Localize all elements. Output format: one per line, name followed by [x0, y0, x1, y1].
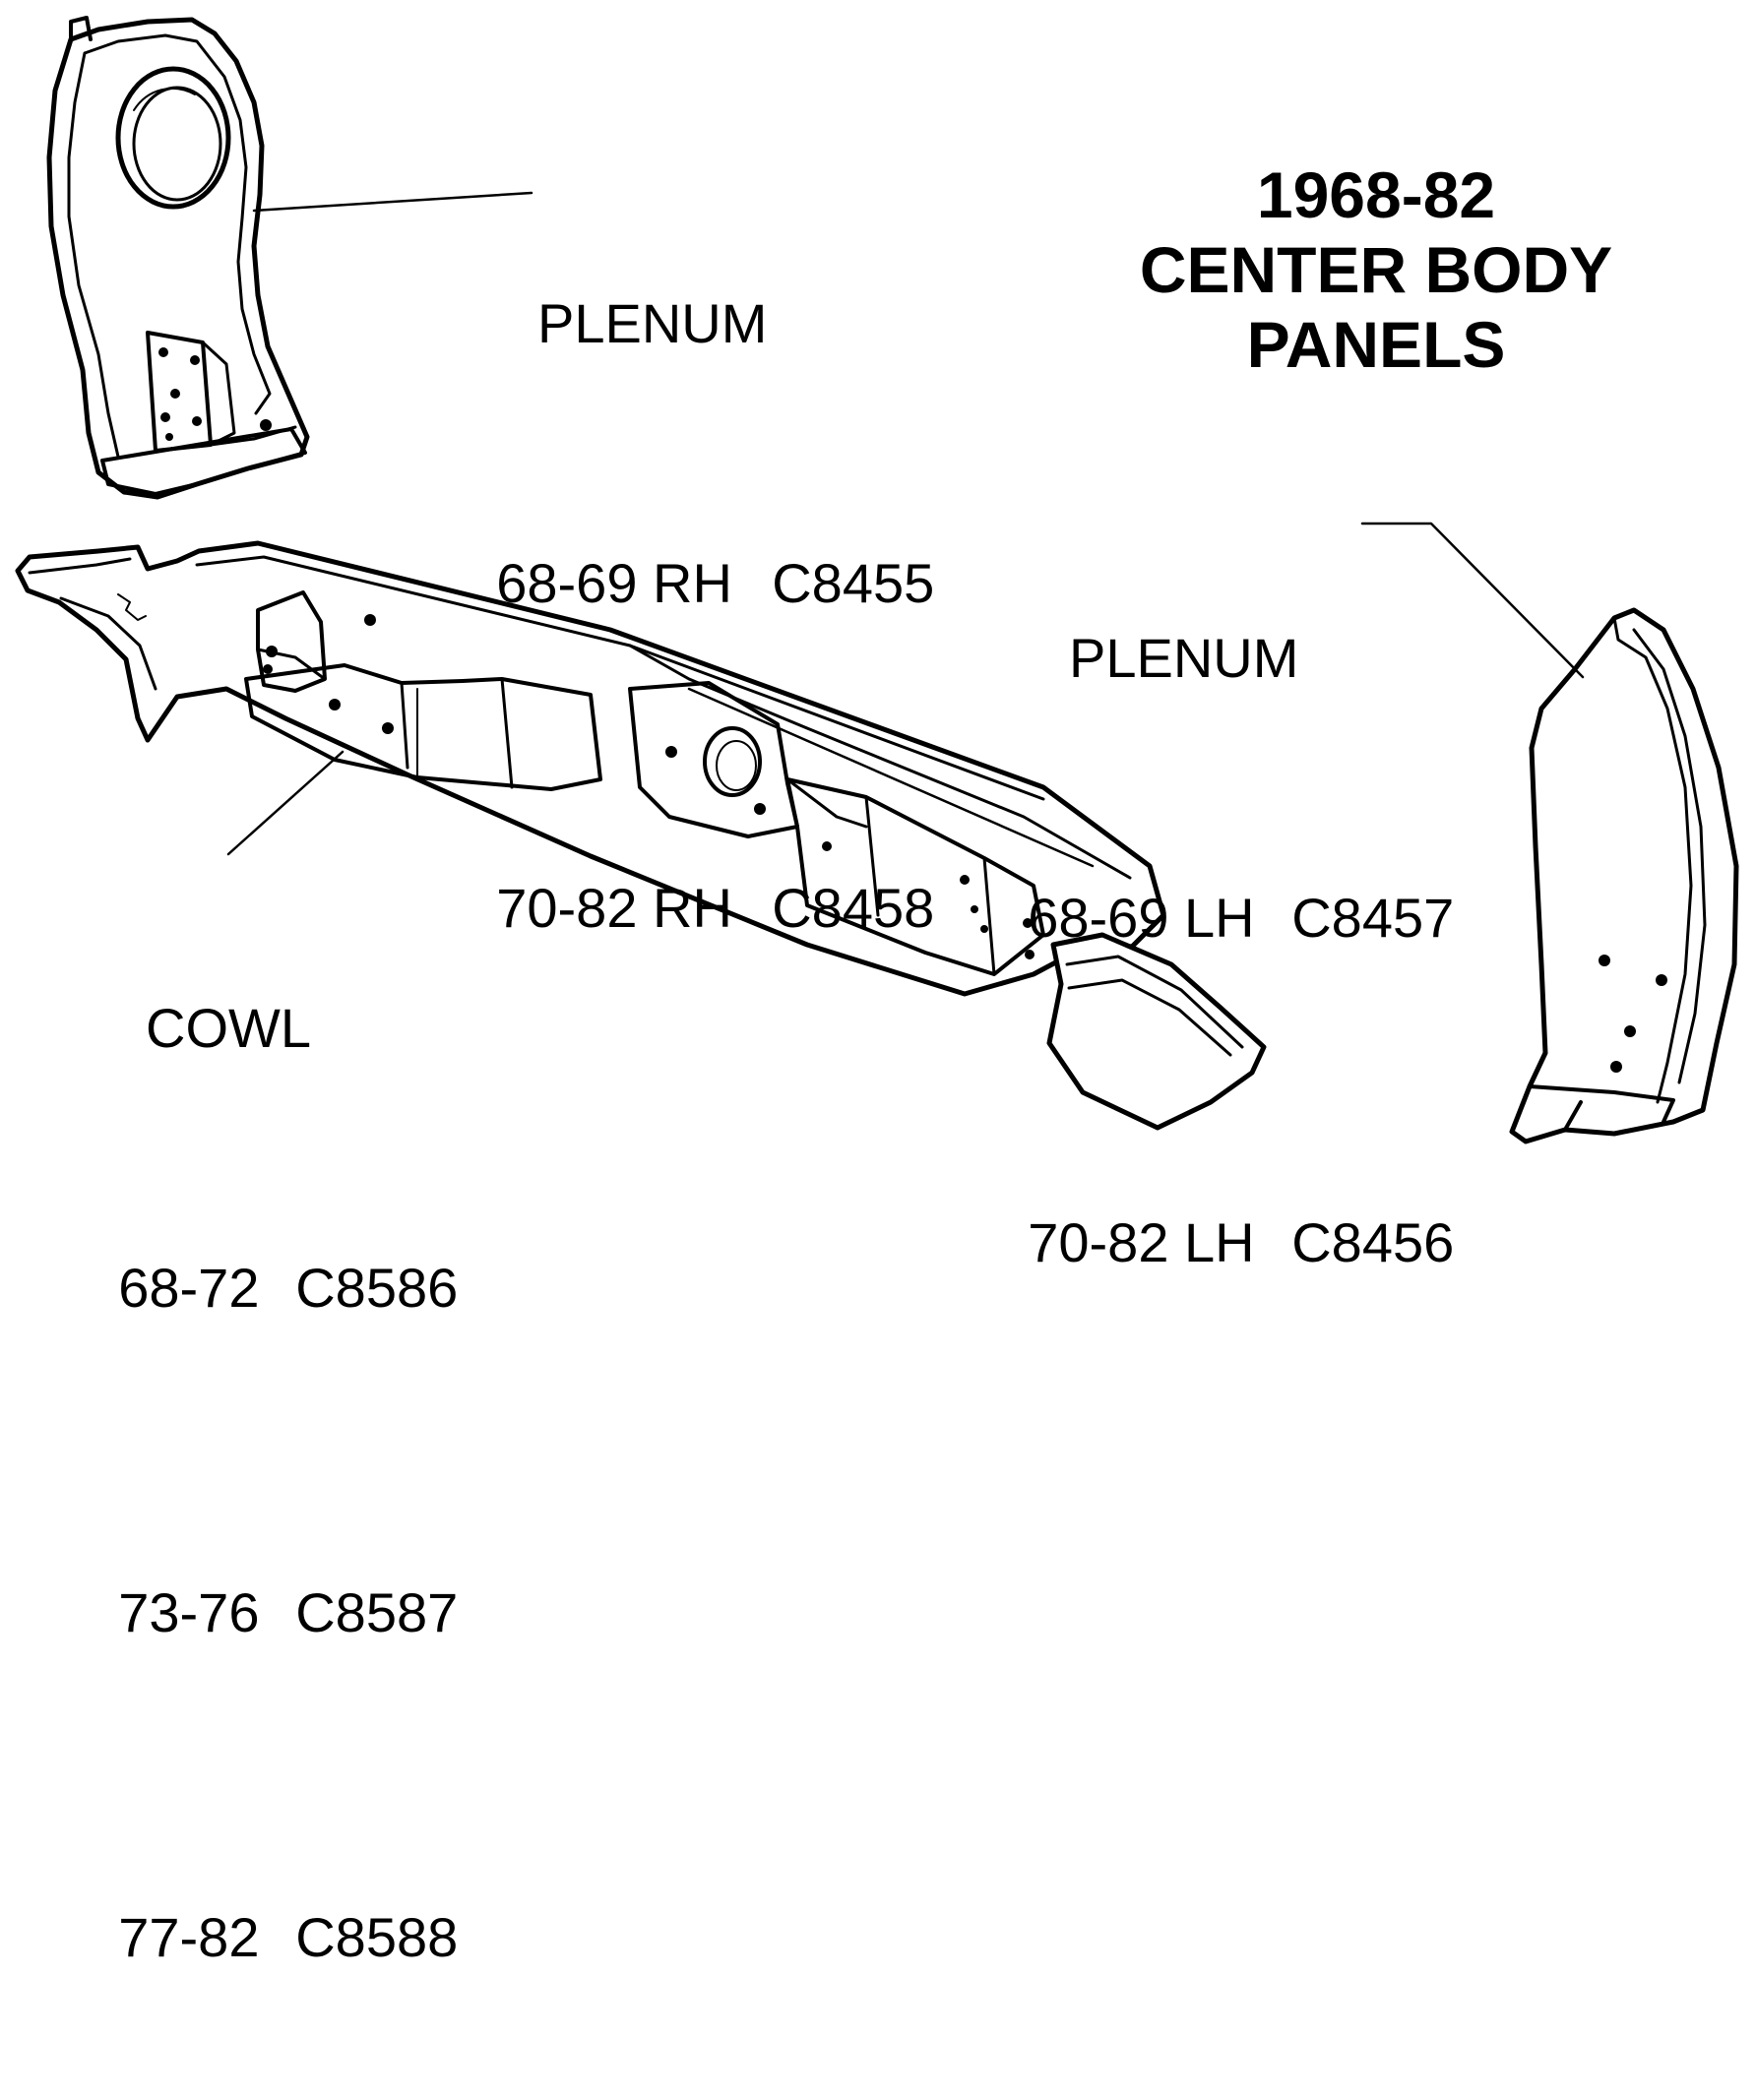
plenum-rh-name: PLENUM: [537, 292, 768, 354]
cowl-row: 77-82 C8588: [57, 1840, 458, 2035]
cowl-part: C8588: [295, 1906, 459, 1968]
plenum-lh-years: 70-82 LH: [1028, 1211, 1255, 1273]
cowl-leader: [226, 750, 345, 856]
title-line-1: 1968-82: [1256, 158, 1496, 231]
title-line-2: CENTER BODY: [1139, 233, 1613, 306]
plenum-rh-row: 70-82 RH C8458: [435, 811, 934, 1006]
plenum-lh-leader: [1360, 522, 1585, 679]
cowl-years: 77-82: [118, 1906, 260, 1968]
plenum-rh-leader: [252, 191, 533, 213]
cowl-label: COWL 68-72 C8586 73-76 C8587 77-82 C8588: [57, 866, 458, 2100]
plenum-lh-label: PLENUM 68-69 LH C8457 70-82 LH C8456: [967, 496, 1454, 1405]
cowl-row: 68-72 C8586: [57, 1191, 458, 1386]
plenum-lh-row: 70-82 LH C8456: [967, 1145, 1454, 1340]
plenum-lh-part: C8457: [1291, 887, 1455, 949]
cowl-illustration: [15, 540, 1267, 1131]
cowl-row: 73-76 C8587: [57, 1515, 458, 1710]
plenum-rh-years: 70-82 RH: [496, 877, 732, 939]
cowl-part: C8586: [295, 1257, 459, 1319]
cowl-name: COWL: [146, 997, 311, 1059]
plenum-lh-illustration: [1509, 607, 1739, 1144]
cowl-years: 68-72: [118, 1257, 260, 1319]
plenum-rh-years: 68-69 RH: [496, 552, 732, 614]
title-line-3: PANELS: [1246, 308, 1506, 381]
plenum-lh-part: C8456: [1291, 1211, 1455, 1273]
plenum-rh-part: C8458: [772, 877, 935, 939]
plenum-lh-row: 68-69 LH C8457: [967, 821, 1454, 1016]
plenum-lh-name: PLENUM: [1069, 627, 1299, 689]
parts-diagram: [15, 16, 1739, 1144]
cowl-part: C8587: [295, 1581, 459, 1643]
plenum-rh-row: 68-69 RH C8455: [435, 486, 934, 681]
plenum-rh-label: PLENUM 68-69 RH C8455 70-82 RH C8458: [435, 161, 934, 1071]
plenum-rh-illustration: [46, 16, 310, 500]
diagram-title: 1968-82 CENTER BODY PANELS: [1100, 157, 1652, 382]
plenum-lh-years: 68-69 LH: [1028, 887, 1255, 949]
plenum-rh-part: C8455: [772, 552, 935, 614]
cowl-years: 73-76: [118, 1581, 260, 1643]
